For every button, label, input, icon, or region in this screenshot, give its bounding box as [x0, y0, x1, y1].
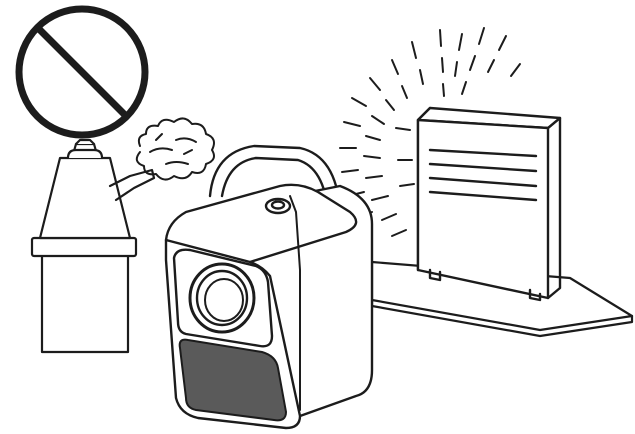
humidifier-icon	[32, 140, 154, 352]
prohibited-sign-icon	[19, 9, 145, 135]
heater-icon	[418, 108, 560, 300]
